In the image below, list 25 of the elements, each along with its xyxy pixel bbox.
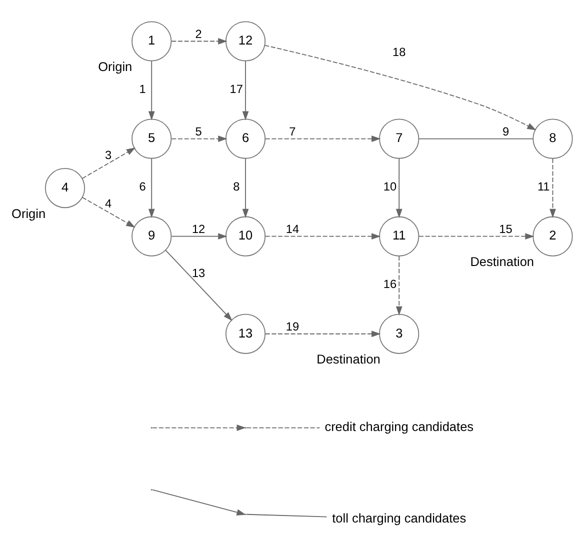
- edge-label: 6: [139, 179, 146, 194]
- edge-label: 7: [289, 124, 296, 138]
- edge-label: 5: [195, 124, 202, 138]
- edge-label: 12: [192, 222, 206, 236]
- edge-label: 4: [105, 196, 112, 210]
- edge-label: 14: [286, 222, 300, 236]
- edge-label: 11: [537, 179, 550, 194]
- node-label: Origin: [12, 205, 46, 220]
- edge-label: 10: [383, 179, 397, 194]
- edge-label: 15: [499, 222, 512, 236]
- legend-label: credit charging candidates: [324, 418, 474, 434]
- edge-label: 16: [383, 276, 397, 291]
- node-label: Origin: [98, 58, 132, 74]
- legend-label: toll charging candidates: [332, 510, 466, 525]
- edge-label: 1: [139, 82, 146, 96]
- edge-label: 19: [286, 319, 300, 334]
- edge-label: 17: [230, 82, 243, 96]
- node-label: Destination: [316, 351, 380, 366]
- edge-label: 13: [192, 265, 206, 280]
- edge-label: 8: [233, 179, 240, 194]
- edge-label: 2: [195, 26, 202, 40]
- edge-label: 3: [105, 148, 112, 162]
- edge-label: 18: [392, 44, 406, 59]
- edge-label: 9: [502, 124, 510, 138]
- node-label: Destination: [470, 254, 534, 269]
